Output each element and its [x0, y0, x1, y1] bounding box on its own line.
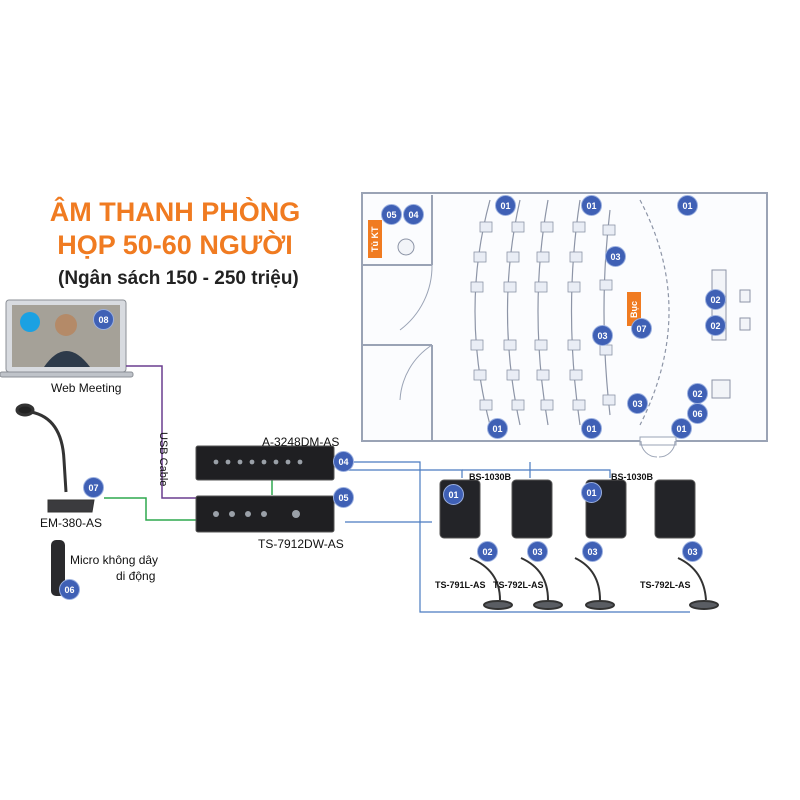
speaker-a-label: BS-1030B — [469, 472, 512, 482]
badge-01: 01 — [671, 418, 692, 439]
badge-03: 03 — [527, 541, 548, 562]
badge-07: 07 — [631, 318, 652, 339]
badge-05: 05 — [333, 487, 354, 508]
budget-subtitle: (Ngân sách 150 - 250 triệu) — [58, 268, 299, 289]
badge-02: 02 — [687, 383, 708, 404]
badge-01: 01 — [581, 482, 602, 503]
badge-08: 08 — [93, 309, 114, 330]
badge-03: 03 — [582, 541, 603, 562]
mixer-amp-label: A-3248DM-AS — [262, 435, 340, 449]
gooseneck-mic-drawing — [15, 403, 95, 513]
amplifier-units — [195, 445, 335, 533]
badge-01: 01 — [677, 195, 698, 216]
usb-cable-label: USB Cable — [157, 432, 169, 487]
badge-04: 04 — [403, 204, 424, 225]
badge-03: 03 — [605, 246, 626, 267]
title-line2: HỌP 50-60 NGƯỜI — [57, 230, 293, 260]
conf-mic-1-label: TS-791L-AS — [435, 580, 486, 590]
speakers — [439, 479, 696, 539]
usb-cable-line — [126, 365, 200, 499]
badge-02: 02 — [477, 541, 498, 562]
badge-07: 07 — [83, 477, 104, 498]
speaker-lines — [345, 461, 690, 613]
title-line1: ÂM THANH PHÒNG — [49, 197, 301, 227]
chair-marks — [470, 221, 616, 411]
handheld-mic-label-2: di động — [116, 569, 156, 583]
badge-03: 03 — [627, 393, 648, 414]
badge-02: 02 — [705, 289, 726, 310]
badge-01: 01 — [487, 418, 508, 439]
badge-04: 04 — [333, 451, 354, 472]
conf-mic-2-label: TS-792L-AS — [493, 580, 544, 590]
badge-01: 01 — [495, 195, 516, 216]
speaker-b-label: BS-1030B — [611, 472, 654, 482]
badge-03: 03 — [592, 325, 613, 346]
badge-01: 01 — [581, 418, 602, 439]
badge-03: 03 — [682, 541, 703, 562]
gooseneck-mic-label: EM-380-AS — [40, 516, 103, 530]
wireless-receiver-label: TS-7912DW-AS — [258, 537, 344, 551]
conf-mic-3-label: TS-792L-AS — [640, 580, 691, 590]
conference-mics — [469, 557, 719, 610]
badge-06: 06 — [59, 579, 80, 600]
badge-06: 06 — [687, 403, 708, 424]
handheld-mic-label-1: Micro không dây — [70, 553, 159, 567]
laptop-label: Web Meeting — [51, 381, 122, 395]
laptop — [0, 299, 134, 378]
mic-cable-line — [104, 497, 200, 521]
badge-05: 05 — [381, 204, 402, 225]
badge-01: 01 — [581, 195, 602, 216]
badge-01: 01 — [443, 484, 464, 505]
badge-02: 02 — [705, 315, 726, 336]
cabinet-label: Tủ KT — [368, 220, 382, 258]
